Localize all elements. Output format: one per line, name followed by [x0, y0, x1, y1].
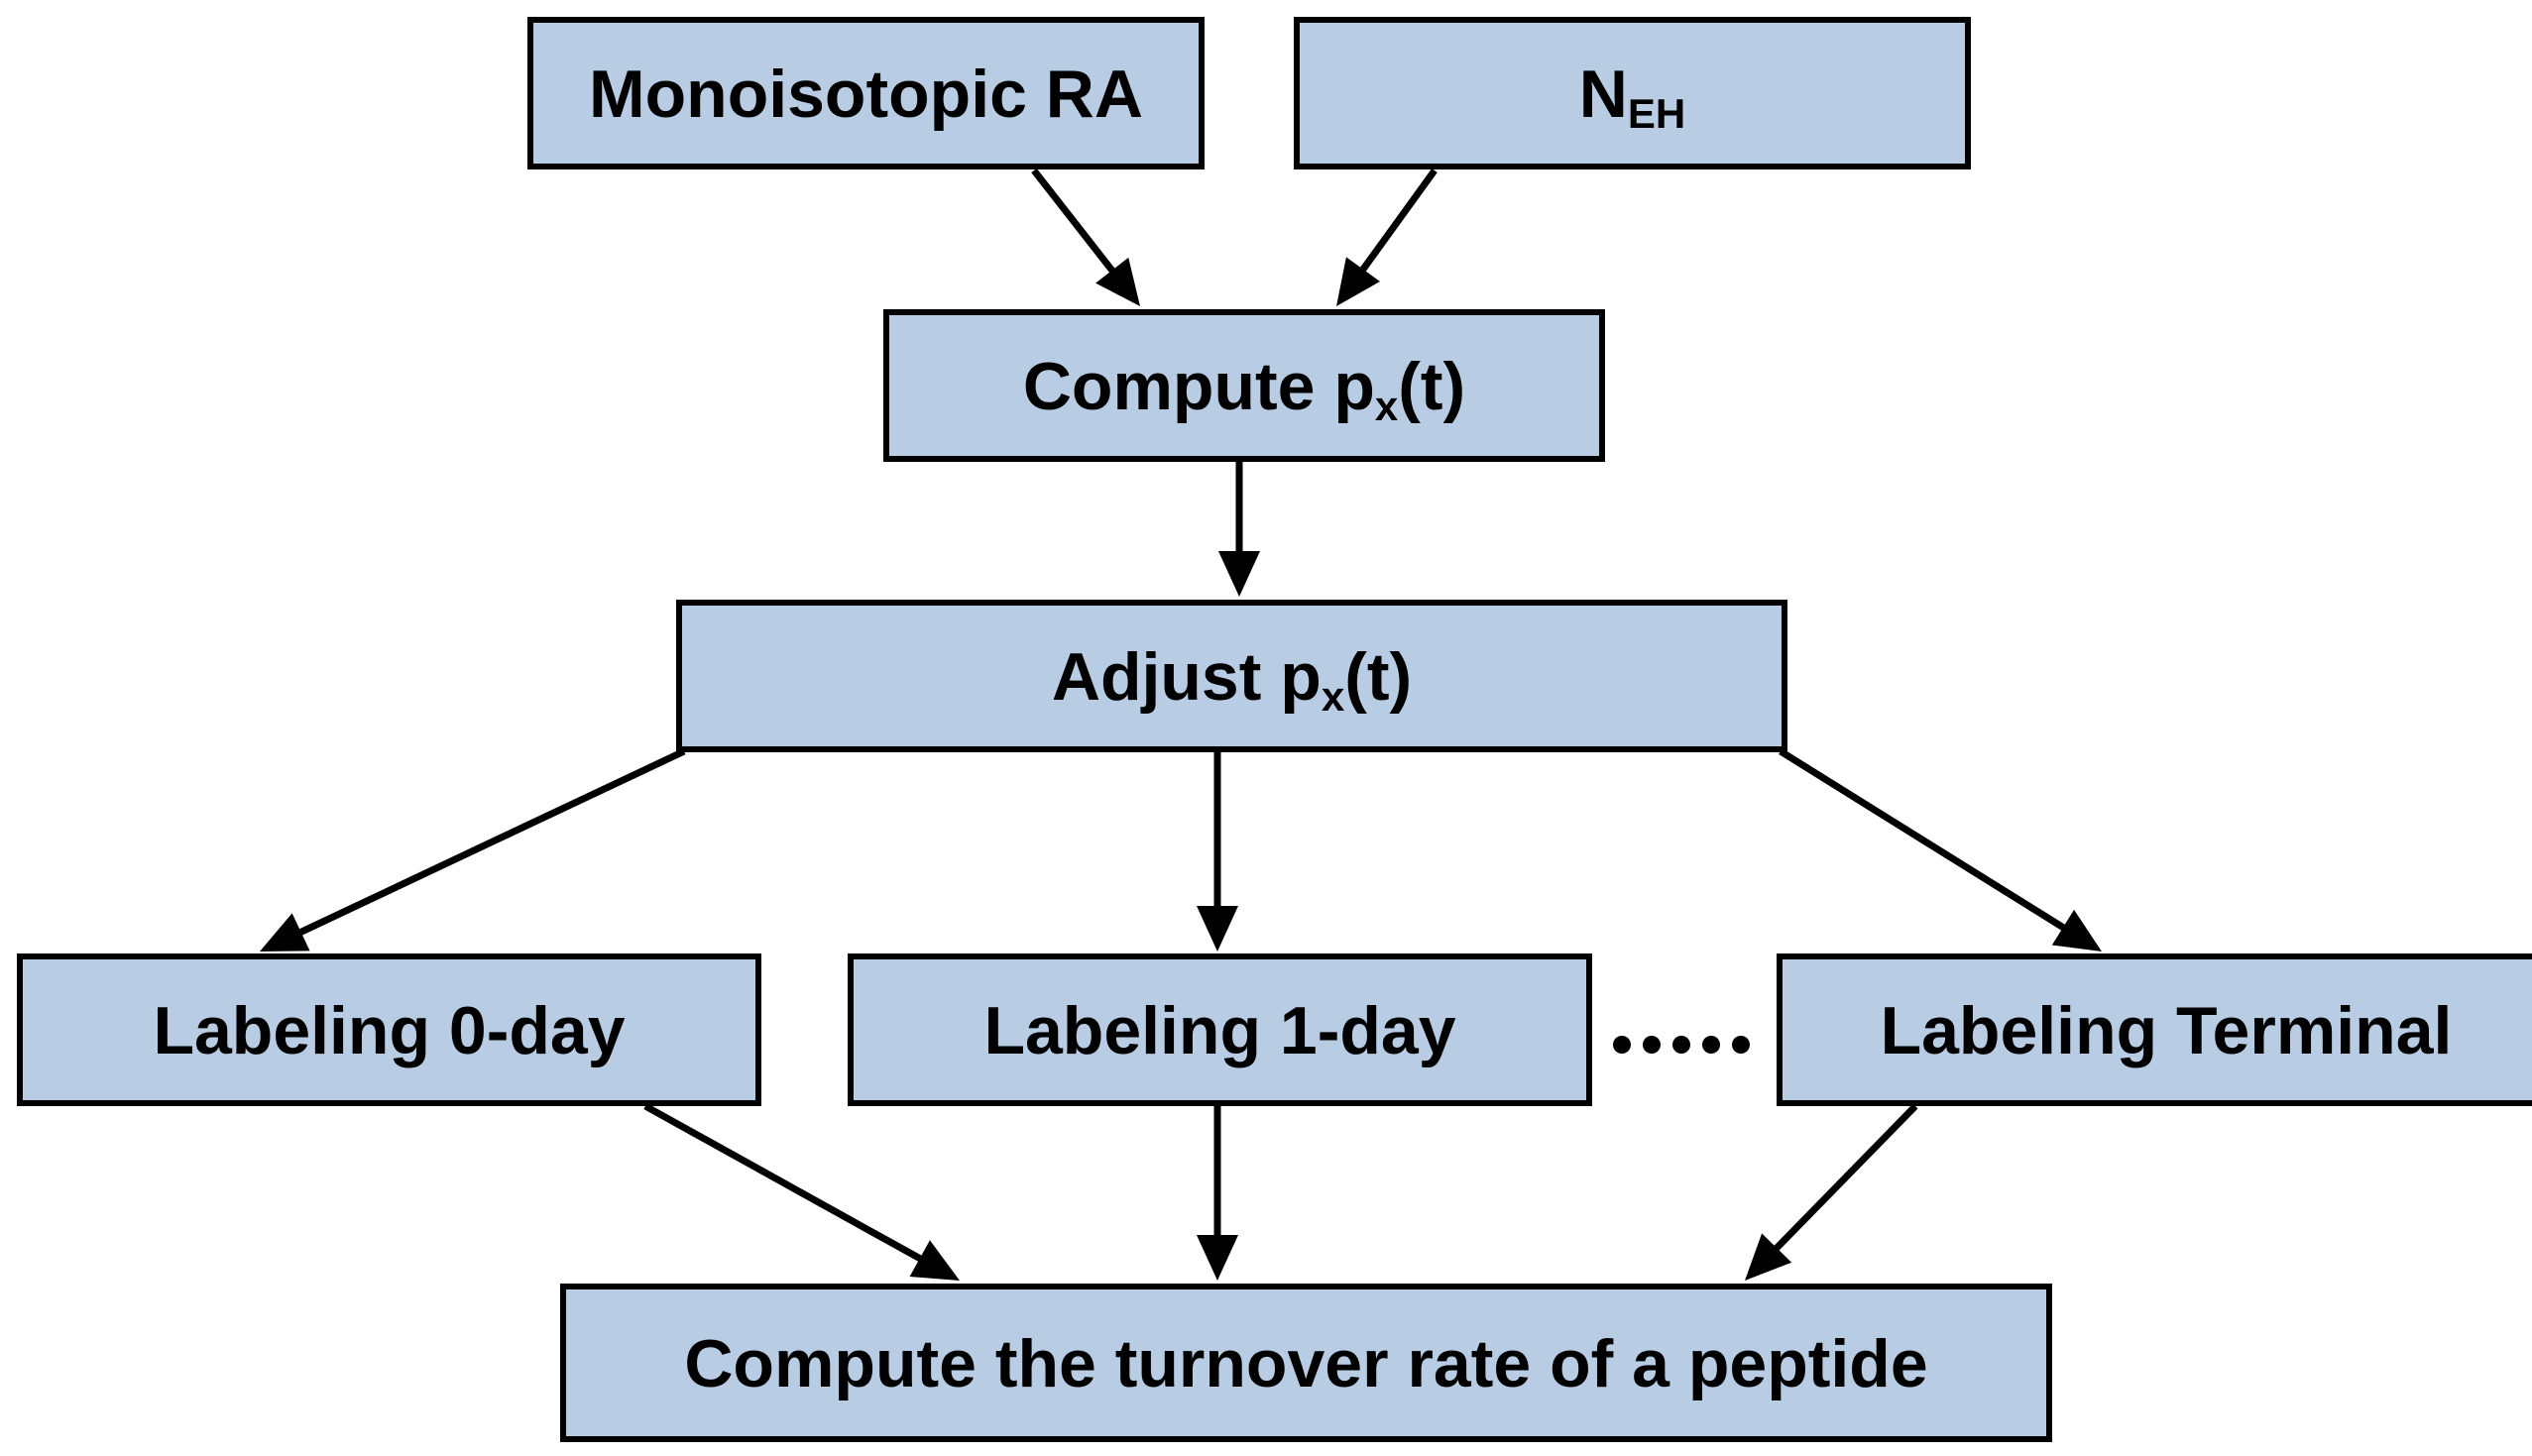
arrowhead-icon	[1745, 1233, 1792, 1281]
edge-labeling-terminal-to-compute-turnover	[1745, 1103, 1918, 1281]
node-adjust-px[interactable]: Adjust px(t)	[676, 600, 1787, 752]
node-labeling-0-day[interactable]: Labeling 0-day	[17, 953, 761, 1106]
ellipsis-dot-icon	[1732, 1036, 1750, 1054]
ellipsis-dot-icon	[1672, 1036, 1690, 1054]
node-label: Adjust px(t)	[1052, 639, 1412, 720]
arrowhead-icon	[909, 1240, 960, 1281]
edge-line	[1031, 168, 1117, 277]
edge-line	[1771, 1103, 1918, 1254]
node-label-main: Compute p	[1023, 349, 1375, 424]
node-n-eh[interactable]: NEH	[1294, 17, 1971, 169]
node-label: NEH	[1579, 56, 1685, 137]
node-monoisotopic-ra[interactable]: Monoisotopic RA	[527, 17, 1205, 169]
node-compute-px[interactable]: Compute px(t)	[883, 309, 1605, 462]
edge-line	[1357, 168, 1438, 276]
node-box[interactable]	[848, 953, 1592, 1106]
node-label-main: Labeling 0-day	[153, 993, 625, 1068]
node-label: Compute the turnover rate of a peptide	[684, 1326, 1927, 1401]
node-label: Compute px(t)	[1023, 349, 1465, 429]
node-label: Monoisotopic RA	[589, 56, 1143, 132]
ellipsis-dot-icon	[1702, 1036, 1720, 1054]
ellipsis-dot-icon	[1643, 1036, 1661, 1054]
edge-line	[295, 747, 686, 938]
ellipsis-dot-icon	[1613, 1036, 1631, 1054]
node-box[interactable]	[527, 17, 1205, 169]
node-compute-turnover[interactable]: Compute the turnover rate of a peptide	[560, 1284, 2052, 1442]
edge-line	[1779, 748, 2069, 933]
node-box[interactable]	[676, 600, 1787, 752]
node-label-main: Adjust p	[1052, 639, 1322, 715]
edge-adjust-px-to-labeling-terminal	[1779, 748, 2102, 952]
node-label: Labeling Terminal	[1881, 993, 2453, 1068]
node-box[interactable]	[560, 1284, 2052, 1442]
edge-line	[643, 1102, 925, 1264]
edge-n-eh-to-compute-px	[1336, 168, 1438, 306]
arrowhead-icon	[1336, 257, 1380, 306]
node-labeling-1-day[interactable]: Labeling 1-day	[848, 953, 1592, 1106]
node-label: Labeling 1-day	[983, 993, 1455, 1068]
arrowhead-icon	[1197, 1235, 1238, 1281]
node-label-tail: (t)	[1344, 639, 1412, 715]
arrowhead-icon	[1197, 906, 1238, 952]
node-label-main: Monoisotopic RA	[589, 56, 1143, 132]
node-box[interactable]	[17, 953, 761, 1106]
node-label-main: Labeling Terminal	[1881, 993, 2453, 1068]
edge-labeling-1-day-to-compute-turnover	[1197, 1106, 1238, 1281]
node-label-subscript: x	[1322, 673, 1345, 720]
arrowhead-icon	[2051, 909, 2102, 952]
node-box[interactable]	[883, 309, 1605, 462]
node-label-main: N	[1579, 56, 1628, 132]
edge-adjust-px-to-labeling-0-day	[260, 747, 686, 952]
node-labeling-terminal[interactable]: Labeling Terminal	[1777, 953, 2532, 1106]
edge-adjust-px-to-labeling-1-day	[1197, 751, 1238, 952]
node-label: Labeling 0-day	[153, 993, 625, 1068]
ellipsis-group	[1613, 1036, 1750, 1054]
node-label-main: Compute the turnover rate of a peptide	[684, 1326, 1927, 1401]
node-label-subscript: x	[1375, 383, 1399, 429]
node-label-tail: (t)	[1398, 349, 1465, 424]
edge-labeling-0-day-to-compute-turnover	[643, 1102, 960, 1281]
edge-layer	[260, 168, 2102, 1281]
arrowhead-icon	[260, 913, 310, 952]
node-label-subscript: EH	[1628, 90, 1685, 137]
edge-compute-px-to-adjust-px	[1218, 462, 1260, 597]
arrowhead-icon	[1095, 257, 1140, 306]
node-label-main: Labeling 1-day	[983, 993, 1455, 1068]
arrowhead-icon	[1218, 551, 1260, 597]
node-box[interactable]	[1777, 953, 2532, 1106]
edge-monoisotopic-ra-to-compute-px	[1031, 168, 1140, 306]
node-box[interactable]	[1294, 17, 1971, 169]
